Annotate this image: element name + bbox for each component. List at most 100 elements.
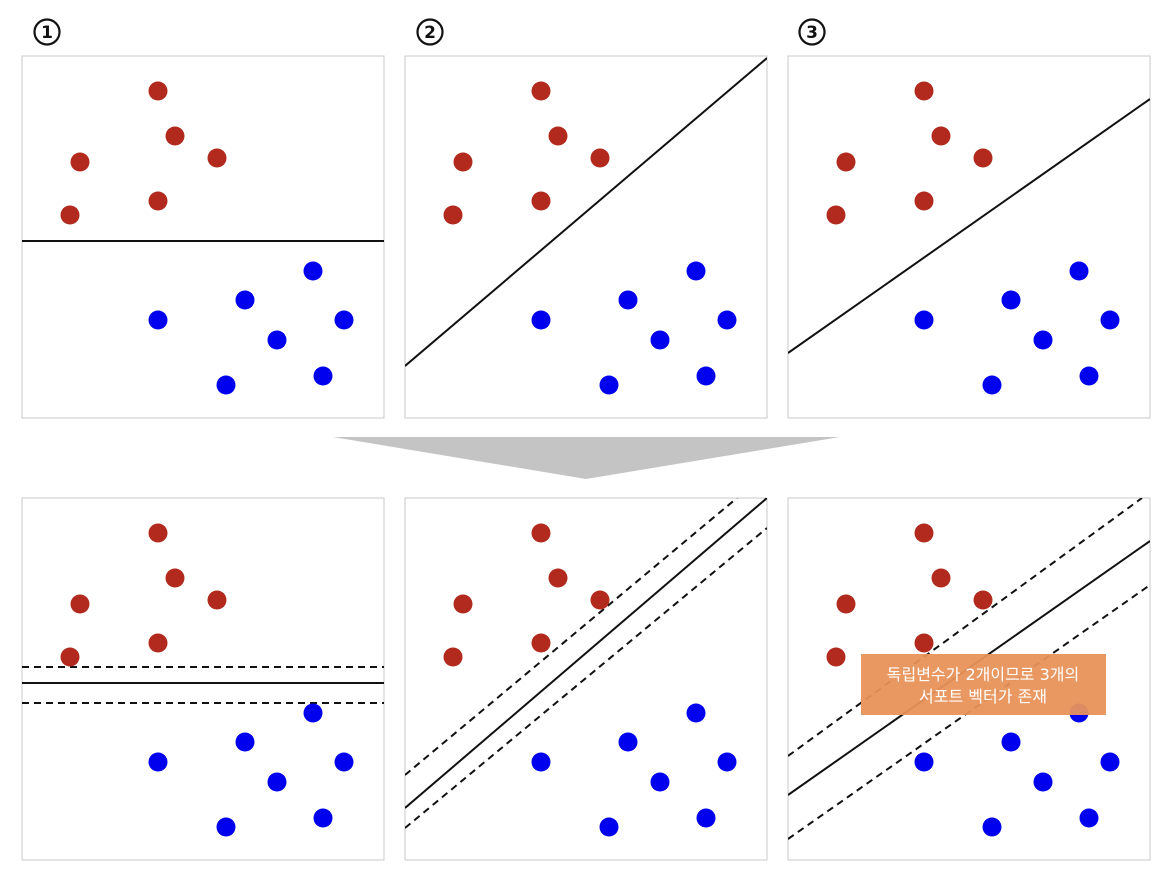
- panel-top-3: [787, 55, 1151, 419]
- blue-point-2: [1001, 732, 1021, 752]
- callout-box: 독립변수가 2개이므로 3개의 서포트 벡터가 존재: [861, 654, 1106, 715]
- blue-point-3: [914, 310, 934, 330]
- blue-point-4: [1100, 310, 1120, 330]
- panel-top-1: [21, 55, 385, 419]
- blue-point-6: [696, 366, 716, 386]
- blue-point-3: [531, 752, 551, 772]
- panel-bottom-2: [404, 497, 768, 861]
- separator-lines: [788, 98, 1150, 354]
- blue-point-6: [313, 366, 333, 386]
- blue-point-6: [313, 808, 333, 828]
- blue-point-2: [1001, 290, 1021, 310]
- red-point-1: [914, 523, 934, 543]
- red-point-5: [914, 191, 934, 211]
- red-point-2: [165, 568, 185, 588]
- red-point-4: [70, 594, 90, 614]
- red-point-6: [826, 205, 846, 225]
- red-point-2: [165, 126, 185, 146]
- blue-point-2: [618, 290, 638, 310]
- callout-line-2: 서포트 벡터가 존재: [919, 687, 1047, 706]
- blue-point-7: [982, 817, 1002, 837]
- blue-point-5: [267, 330, 287, 350]
- blue-point-6: [696, 808, 716, 828]
- blue-point-5: [1033, 772, 1053, 792]
- blue-point-7: [982, 375, 1002, 395]
- red-point-2: [548, 568, 568, 588]
- blue-point-1: [303, 261, 323, 281]
- blue-point-3: [531, 310, 551, 330]
- panel-label-2: 2: [416, 18, 444, 46]
- panel-bottom-1: [21, 497, 385, 861]
- margin-line-upper: [788, 498, 1143, 757]
- panel-label-3: 3: [798, 18, 826, 46]
- panel-label-2-text: 2: [424, 23, 436, 43]
- blue-point-2: [235, 732, 255, 752]
- red-point-6: [60, 205, 80, 225]
- blue-point-1: [303, 703, 323, 723]
- red-point-6: [443, 647, 463, 667]
- blue-point-4: [1100, 752, 1120, 772]
- red-point-1: [531, 81, 551, 101]
- red-point-1: [531, 523, 551, 543]
- red-point-4: [453, 594, 473, 614]
- red-point-2: [931, 568, 951, 588]
- blue-point-5: [650, 772, 670, 792]
- red-point-6: [826, 647, 846, 667]
- red-point-4: [70, 152, 90, 172]
- blue-point-6: [1079, 366, 1099, 386]
- blue-point-1: [686, 261, 706, 281]
- blue-point-1: [1069, 261, 1089, 281]
- red-point-3: [207, 590, 227, 610]
- red-point-3: [590, 590, 610, 610]
- blue-point-4: [717, 310, 737, 330]
- red-point-3: [590, 148, 610, 168]
- blue-point-7: [599, 817, 619, 837]
- blue-point-3: [914, 752, 934, 772]
- red-point-5: [531, 633, 551, 653]
- red-point-3: [207, 148, 227, 168]
- blue-point-3: [148, 752, 168, 772]
- separator-lines: [22, 666, 384, 704]
- callout-line-1: 독립변수가 2개이므로 3개의: [887, 665, 1079, 684]
- blue-point-7: [599, 375, 619, 395]
- red-point-5: [531, 191, 551, 211]
- panel-frame: [404, 55, 768, 419]
- panel-frame: [787, 55, 1151, 419]
- blue-point-4: [334, 310, 354, 330]
- red-point-1: [148, 523, 168, 543]
- red-point-4: [836, 152, 856, 172]
- separator-lines: [405, 498, 767, 829]
- panel-top-2: [404, 55, 768, 419]
- red-point-4: [836, 594, 856, 614]
- blue-point-2: [235, 290, 255, 310]
- blue-point-5: [1033, 330, 1053, 350]
- decision-boundary: [788, 98, 1150, 354]
- blue-point-6: [1079, 808, 1099, 828]
- panel-label-1-text: 1: [41, 23, 53, 43]
- down-arrow-icon: [333, 437, 840, 479]
- red-point-1: [914, 81, 934, 101]
- decision-boundary: [405, 498, 767, 809]
- blue-point-4: [717, 752, 737, 772]
- red-point-5: [914, 633, 934, 653]
- red-point-1: [148, 81, 168, 101]
- panel-frame: [21, 497, 385, 861]
- panel-label-1: 1: [33, 18, 61, 46]
- callout-background: [861, 654, 1106, 715]
- separator-lines: [405, 57, 767, 367]
- margin-line-upper: [405, 498, 738, 776]
- red-point-5: [148, 191, 168, 211]
- red-point-6: [60, 647, 80, 667]
- panel-label-3-text: 3: [806, 23, 818, 43]
- red-point-5: [148, 633, 168, 653]
- blue-point-2: [618, 732, 638, 752]
- blue-point-1: [686, 703, 706, 723]
- blue-point-5: [267, 772, 287, 792]
- red-point-6: [443, 205, 463, 225]
- red-point-4: [453, 152, 473, 172]
- red-point-2: [931, 126, 951, 146]
- decision-boundary: [405, 57, 767, 367]
- blue-point-3: [148, 310, 168, 330]
- red-point-3: [973, 590, 993, 610]
- margin-line-lower: [405, 527, 767, 829]
